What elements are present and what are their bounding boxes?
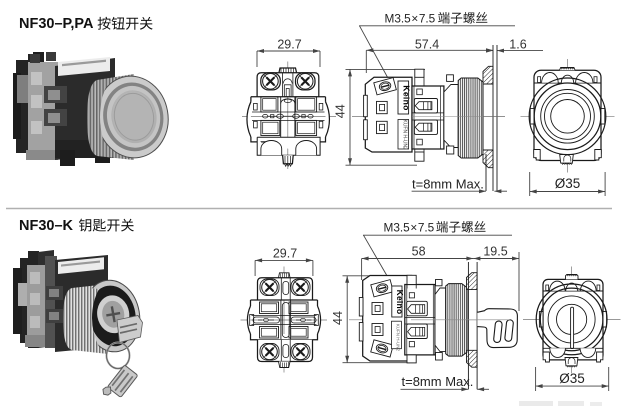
svg-text:Ø35: Ø35 xyxy=(555,176,581,191)
svg-text:44: 44 xyxy=(334,104,348,118)
svg-text:t=8mm Max.: t=8mm Max. xyxy=(412,177,484,192)
svg-text:Ø35: Ø35 xyxy=(559,371,585,386)
svg-text:NF30–K: NF30–K xyxy=(19,218,74,234)
svg-text:1.6: 1.6 xyxy=(509,37,526,51)
svg-text:NF30–P,PA: NF30–P,PA xyxy=(19,16,94,32)
svg-text:KUFN H-UN2: KUFN H-UN2 xyxy=(401,120,407,150)
svg-text:19.5: 19.5 xyxy=(483,244,507,258)
svg-text:58: 58 xyxy=(412,244,426,258)
svg-text:44: 44 xyxy=(331,311,345,325)
svg-text:29.7: 29.7 xyxy=(273,247,297,261)
svg-text:M3.5×7.5: M3.5×7.5 xyxy=(385,12,436,26)
svg-text:M3.5×7.5: M3.5×7.5 xyxy=(384,221,435,235)
svg-text:Keino: Keino xyxy=(401,85,411,110)
svg-text:t=8mm Max.: t=8mm Max. xyxy=(402,374,474,389)
svg-text:KUFN H-UN2: KUFN H-UN2 xyxy=(395,324,400,352)
svg-text:57.4: 57.4 xyxy=(415,37,439,51)
svg-text:Keino: Keino xyxy=(395,290,405,315)
svg-text:29.7: 29.7 xyxy=(277,38,301,52)
